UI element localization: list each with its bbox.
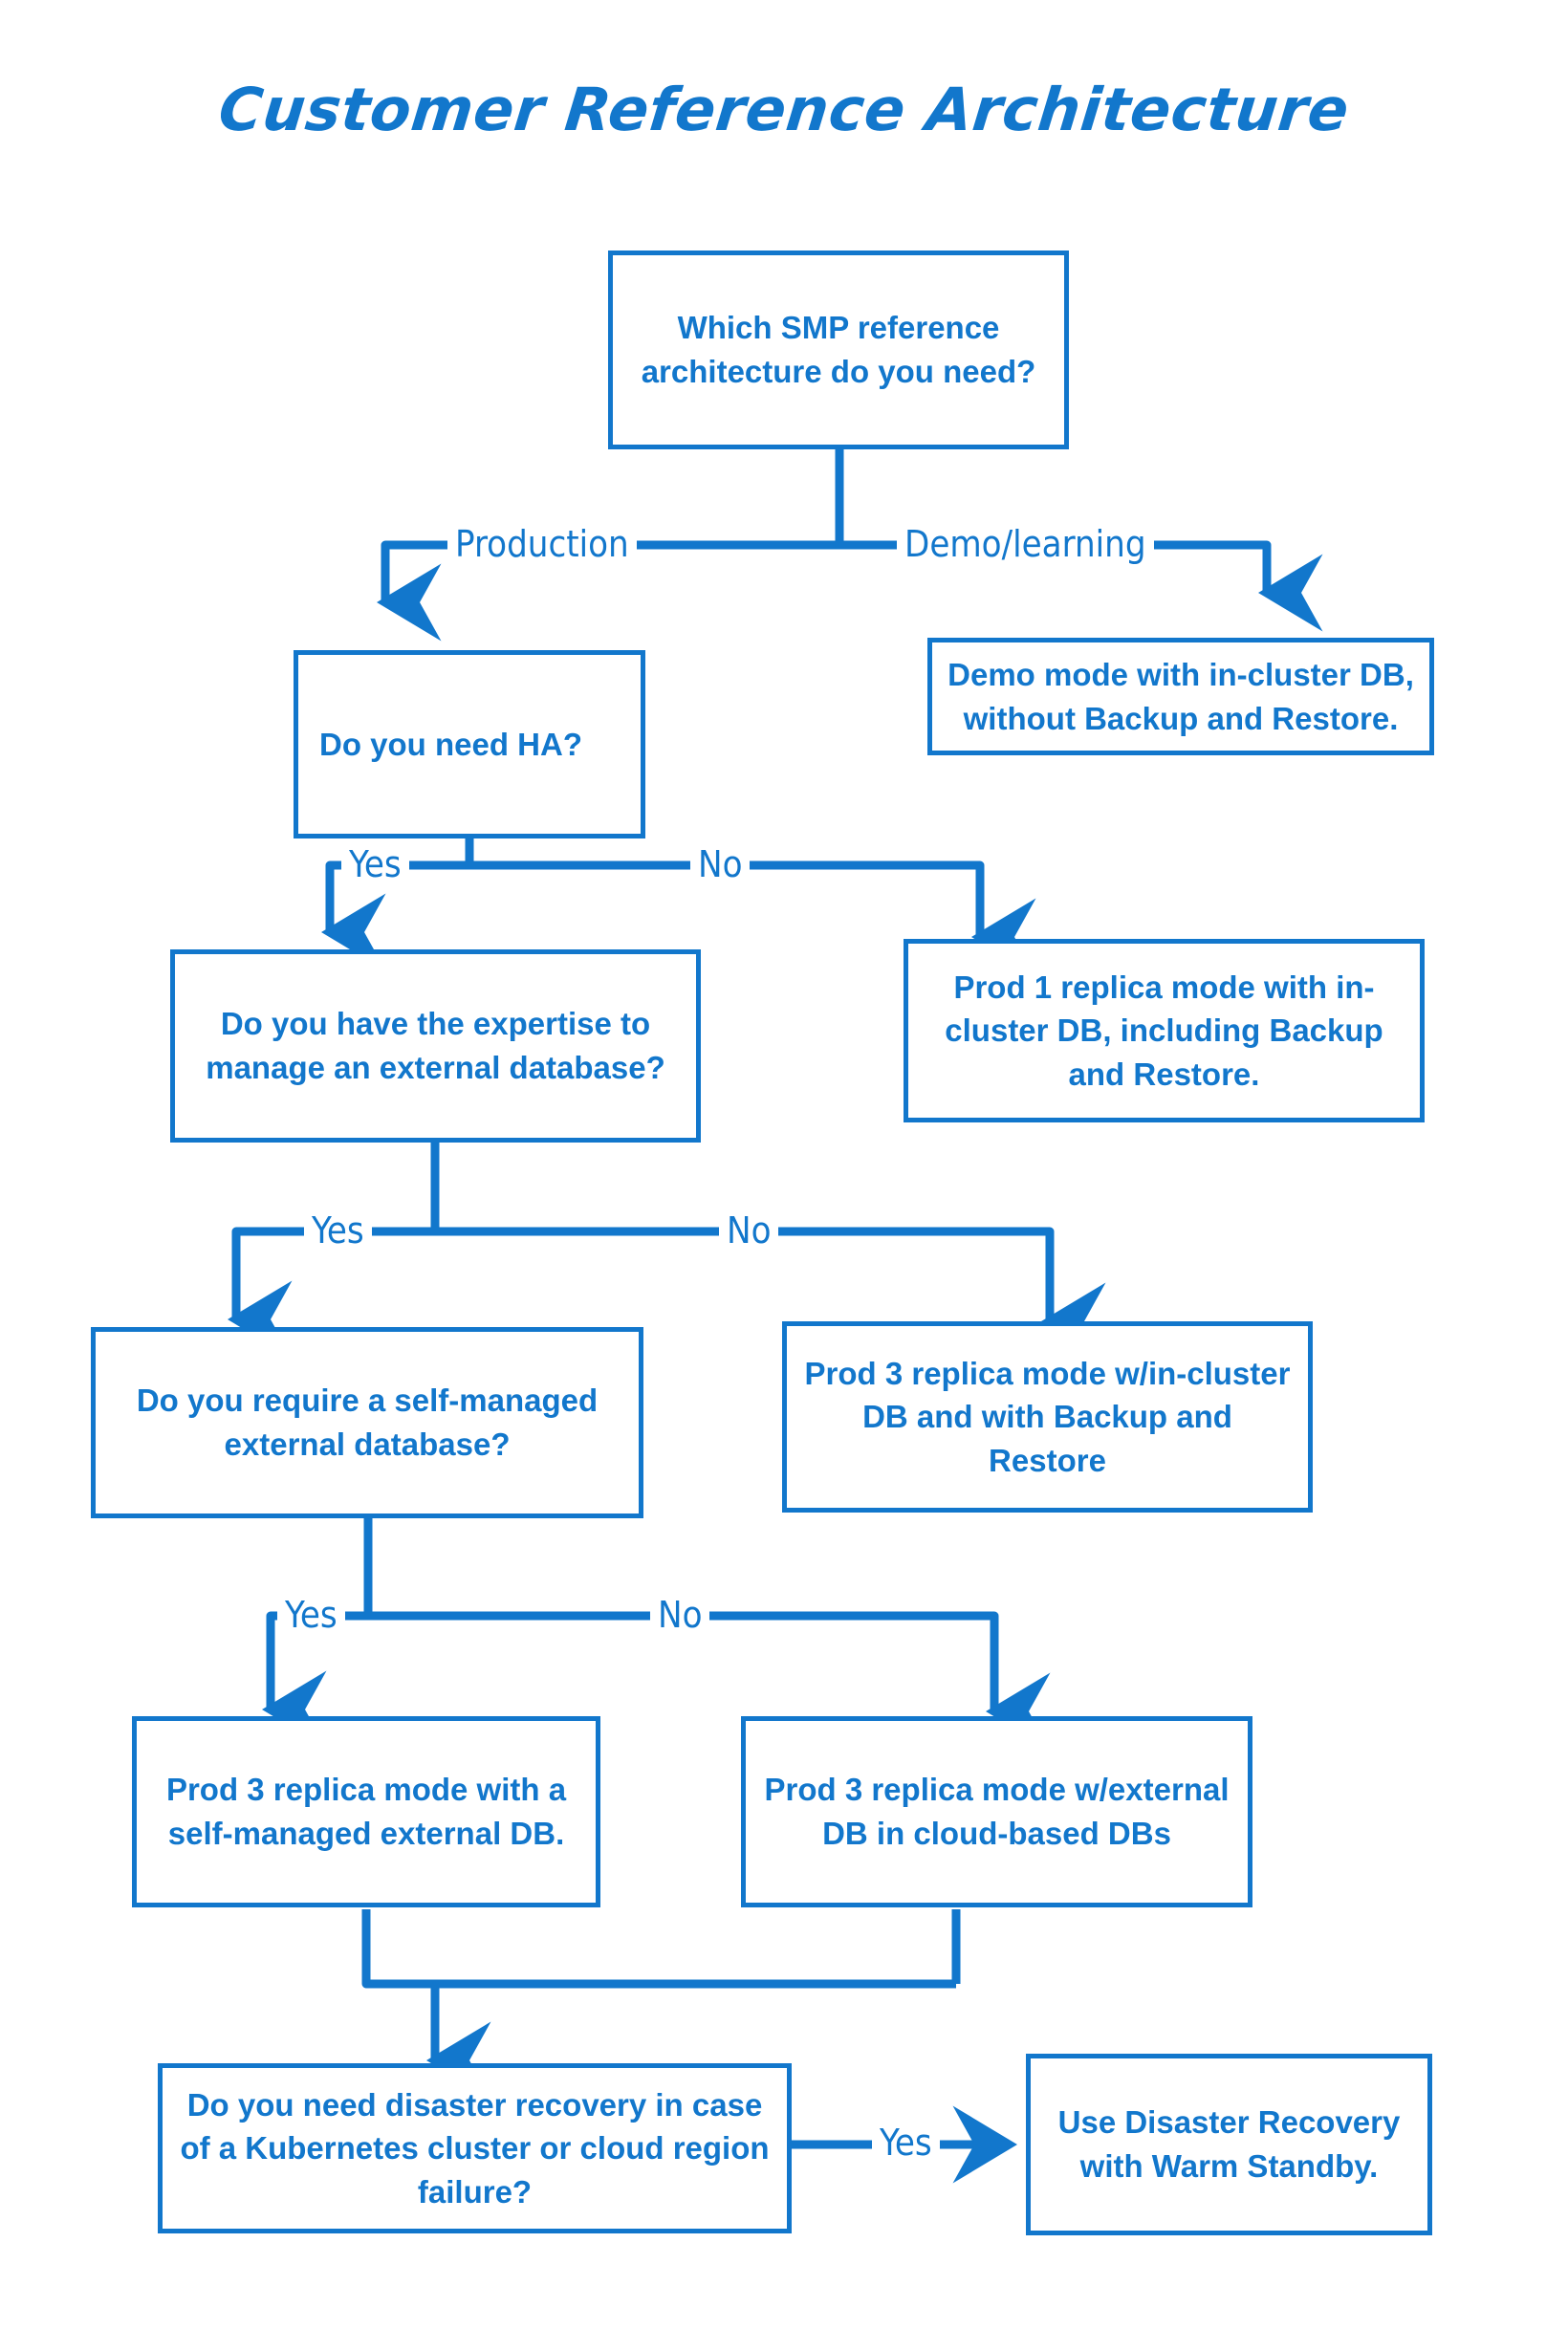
node-prod3-selfmanaged[interactable]: Prod 3 replica mode with a self-managed … bbox=[132, 1716, 600, 1907]
node-expertise-label: Do you have the expertise to manage an e… bbox=[206, 1006, 665, 1085]
node-self-managed-label: Do you require a self-managed external d… bbox=[136, 1383, 599, 1462]
node-prod3-selfmanaged-label: Prod 3 replica mode with a self-managed … bbox=[165, 1772, 567, 1851]
node-start-label: Which SMP reference architecture do you … bbox=[641, 310, 1036, 389]
node-prod3-incluster[interactable]: Prod 3 replica mode w/in-cluster DB and … bbox=[782, 1321, 1313, 1513]
edge-label-selfmanaged-yes: Yes bbox=[277, 1597, 345, 1633]
node-disaster-recovery[interactable]: Do you need disaster recovery in case of… bbox=[158, 2063, 792, 2233]
node-need-ha-label: Do you need HA? bbox=[319, 726, 583, 762]
edge-label-demo-learning: Demo/learning bbox=[897, 526, 1154, 562]
node-demo-mode-label: Demo mode with in-cluster DB, without Ba… bbox=[947, 656, 1414, 736]
edge-merge-right bbox=[361, 1909, 956, 1989]
node-prod1-label: Prod 1 replica mode with in-cluster DB, … bbox=[945, 969, 1383, 1092]
node-self-managed[interactable]: Do you require a self-managed external d… bbox=[91, 1327, 643, 1518]
node-warm-standby[interactable]: Use Disaster Recovery with Warm Standby. bbox=[1026, 2054, 1432, 2235]
node-prod1[interactable]: Prod 1 replica mode with in-cluster DB, … bbox=[904, 939, 1425, 1122]
node-prod3-cloud[interactable]: Prod 3 replica mode w/external DB in clo… bbox=[741, 1716, 1252, 1907]
node-start[interactable]: Which SMP reference architecture do you … bbox=[608, 250, 1069, 449]
edge-label-ha-no: No bbox=[690, 846, 751, 882]
node-prod3-incluster-label: Prod 3 replica mode w/in-cluster DB and … bbox=[804, 1355, 1291, 1478]
edge-label-expertise-yes: Yes bbox=[304, 1212, 372, 1249]
edge-label-dr-yes: Yes bbox=[872, 2124, 940, 2161]
edge-label-production: Production bbox=[447, 526, 637, 562]
node-warm-standby-label: Use Disaster Recovery with Warm Standby. bbox=[1057, 2104, 1401, 2184]
edge-ha-no bbox=[469, 860, 1036, 976]
edge-expertise-no bbox=[435, 1227, 1106, 1361]
node-need-ha[interactable]: Do you need HA? bbox=[294, 650, 645, 838]
edge-label-expertise-no: No bbox=[719, 1212, 779, 1249]
edge-selfmanaged-no bbox=[368, 1611, 1051, 1751]
edge-label-selfmanaged-no: No bbox=[650, 1597, 710, 1633]
edge-ha-yes bbox=[321, 860, 469, 971]
node-demo-mode[interactable]: Demo mode with in-cluster DB, without Ba… bbox=[927, 638, 1434, 755]
node-disaster-recovery-label: Do you need disaster recovery in case of… bbox=[180, 2086, 770, 2210]
node-expertise[interactable]: Do you have the expertise to manage an e… bbox=[170, 949, 701, 1143]
edge-label-ha-yes: Yes bbox=[341, 846, 409, 882]
node-prod3-cloud-label: Prod 3 replica mode w/external DB in clo… bbox=[764, 1772, 1230, 1851]
edge-production bbox=[377, 540, 839, 642]
